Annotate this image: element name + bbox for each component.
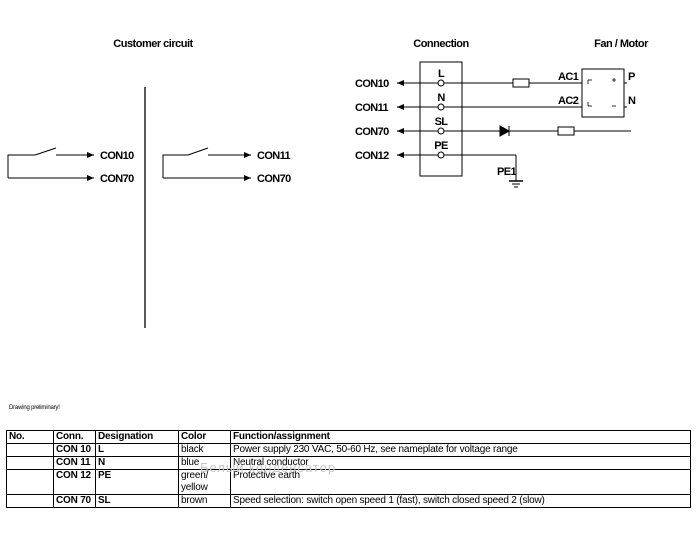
watermark-text: Белый конденсатор: [200, 460, 337, 475]
cell-color: brown: [178, 494, 231, 508]
motor-box: [581, 68, 627, 118]
table-row: CON 10 L black Power supply 230 VAC, 50-…: [6, 443, 691, 457]
cell-no: [6, 494, 54, 508]
col-header-conn: Conn.: [53, 430, 96, 444]
switch2-out-con70: CON70: [257, 173, 291, 185]
motor-label-p: P: [628, 71, 635, 83]
cell-function: Speed selection: switch open speed 1 (fa…: [230, 494, 691, 508]
wiring-diagram: Customer circuit Connection Fan / Motor …: [7, 38, 650, 328]
terminal-block: [419, 61, 463, 177]
cell-conn: CON 70: [53, 494, 96, 508]
cell-no: [6, 443, 54, 457]
motor-label-n: N: [628, 95, 636, 107]
table-row: CON 11 N blue Neutral conductor: [6, 456, 691, 470]
cell-no: [6, 469, 54, 495]
table-row: CON 70 SL brown Speed selection: switch …: [6, 494, 691, 508]
table-row: CON 12 PE green/yellow Protective earth: [6, 469, 691, 495]
switch2-out-con11: CON11: [257, 150, 291, 162]
conn-label-con11: CON11: [355, 102, 389, 114]
col-header-designation: Designation: [95, 430, 179, 444]
conn-label-con12: CON12: [355, 150, 389, 162]
heading-connection: Connection: [413, 38, 469, 50]
terminal-label-l: L: [438, 68, 445, 80]
terminal-label-pe: PE: [434, 140, 448, 152]
cell-conn: CON 10: [53, 443, 96, 457]
conn-label-con70: CON70: [355, 126, 389, 138]
col-header-color: Color: [178, 430, 231, 444]
cell-color-line-1: green/: [181, 470, 209, 481]
switch1-out-con70: CON70: [100, 173, 134, 185]
table-header-row: No. Conn. Designation Color Function/ass…: [6, 430, 691, 444]
switch1-out-con10: CON10: [100, 150, 134, 162]
cell-conn: CON 11: [53, 456, 96, 470]
customer-switch-1: [7, 147, 94, 181]
col-header-function: Function/assignment: [230, 430, 691, 444]
cell-designation: SL: [95, 494, 179, 508]
cell-designation: L: [95, 443, 179, 457]
cell-no: [6, 456, 54, 470]
spec-table: No. Conn. Designation Color Function/ass…: [6, 430, 691, 508]
cell-conn: CON 12: [53, 469, 96, 495]
line-sl: [444, 125, 631, 137]
cell-color-line-2: yellow: [181, 482, 208, 493]
motor-label-ac1: AC1: [558, 71, 579, 83]
drawing-note: Drawing preliminary!: [9, 405, 60, 411]
cell-color: black: [178, 443, 231, 457]
col-header-no: No.: [6, 430, 54, 444]
cell-function: Power supply 230 VAC, 50-60 Hz, see name…: [230, 443, 691, 457]
terminal-label-sl: SL: [435, 116, 449, 128]
terminal-label-n: N: [437, 92, 445, 104]
terminal-arrows: [397, 80, 438, 158]
line-pe: [444, 154, 523, 188]
motor-label-ac2: AC2: [558, 95, 579, 107]
cell-designation: N: [95, 456, 179, 470]
line-l: [444, 78, 582, 88]
heading-fan-motor: Fan / Motor: [594, 38, 649, 50]
conn-label-con10: CON10: [355, 78, 389, 90]
cell-designation: PE: [95, 469, 179, 495]
customer-switch-2: [162, 147, 251, 181]
ground-label-pe1: PE1: [497, 166, 516, 178]
heading-customer-circuit: Customer circuit: [113, 38, 193, 50]
